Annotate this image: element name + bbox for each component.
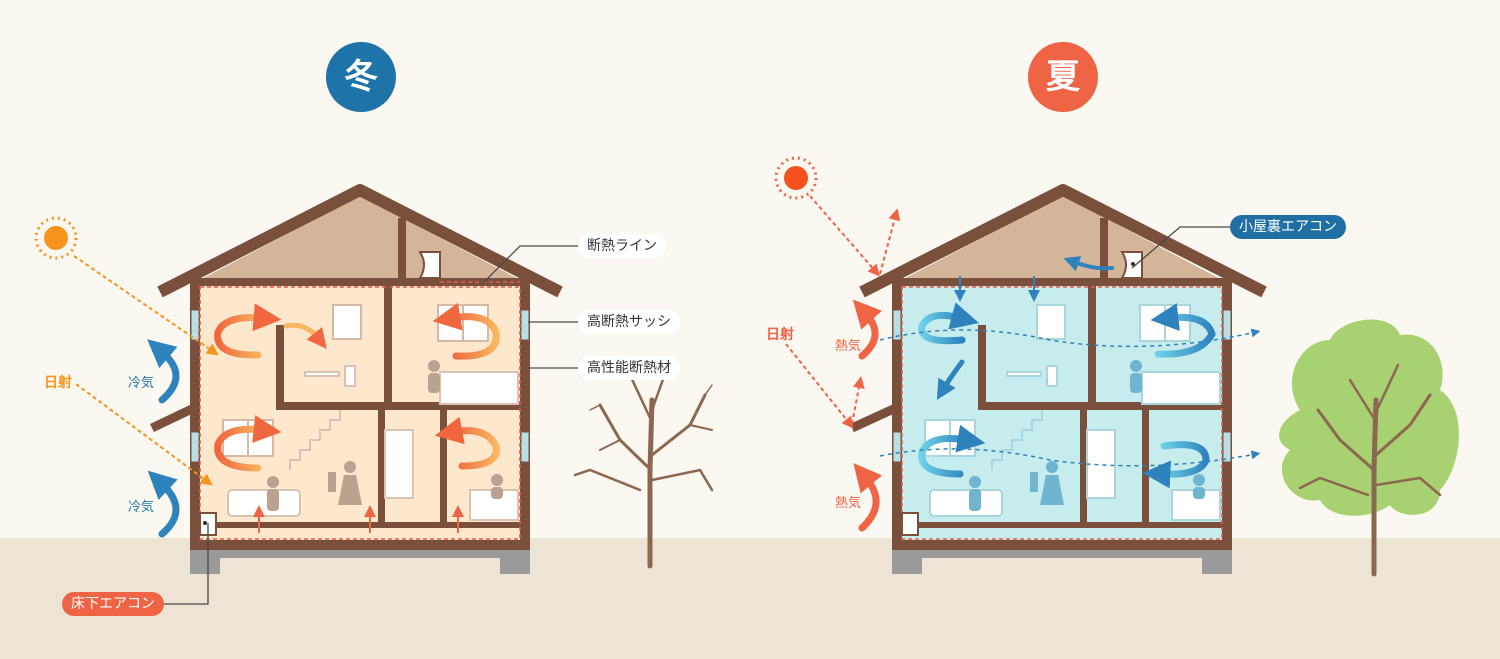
callout-high-insulation-sash: 高断熱サッシ bbox=[578, 310, 680, 334]
label-heat: 熱気 bbox=[835, 339, 862, 354]
ground bbox=[0, 538, 1500, 659]
window-icon bbox=[332, 304, 362, 340]
season-badge-winter: 冬 bbox=[326, 42, 396, 112]
sun-icon bbox=[34, 216, 78, 260]
stairs-icon bbox=[289, 410, 341, 470]
label-sunlight: 日射 bbox=[766, 327, 794, 343]
tree-bare-icon bbox=[573, 358, 714, 569]
insulation-line bbox=[199, 286, 521, 540]
foundation bbox=[190, 548, 530, 574]
person-icon bbox=[344, 461, 356, 473]
callout-attic-ac: 小屋裏エアコン bbox=[1230, 215, 1346, 239]
callout-insulation-material: 高性能断熱材 bbox=[578, 356, 680, 380]
air-conditioner-icon bbox=[418, 251, 441, 279]
person-icon bbox=[267, 476, 279, 488]
roof bbox=[157, 184, 563, 298]
person-icon bbox=[428, 360, 440, 372]
season-badge-summer: 夏 bbox=[1028, 42, 1098, 112]
callout-insulation-line: 断熱ライン bbox=[578, 234, 666, 258]
label-cold-air: 冷気 bbox=[128, 500, 155, 515]
sofa-icon bbox=[227, 489, 301, 517]
summer-house bbox=[850, 184, 1267, 574]
label-cold-air: 冷気 bbox=[128, 376, 155, 391]
tree-leafy-icon bbox=[1279, 319, 1459, 577]
label-heat: 熱気 bbox=[835, 496, 862, 511]
label-sunlight: 日射 bbox=[44, 375, 72, 391]
attic bbox=[192, 196, 528, 284]
winter-house bbox=[147, 184, 563, 574]
callout-floor-ac: 床下エアコン bbox=[62, 592, 164, 616]
